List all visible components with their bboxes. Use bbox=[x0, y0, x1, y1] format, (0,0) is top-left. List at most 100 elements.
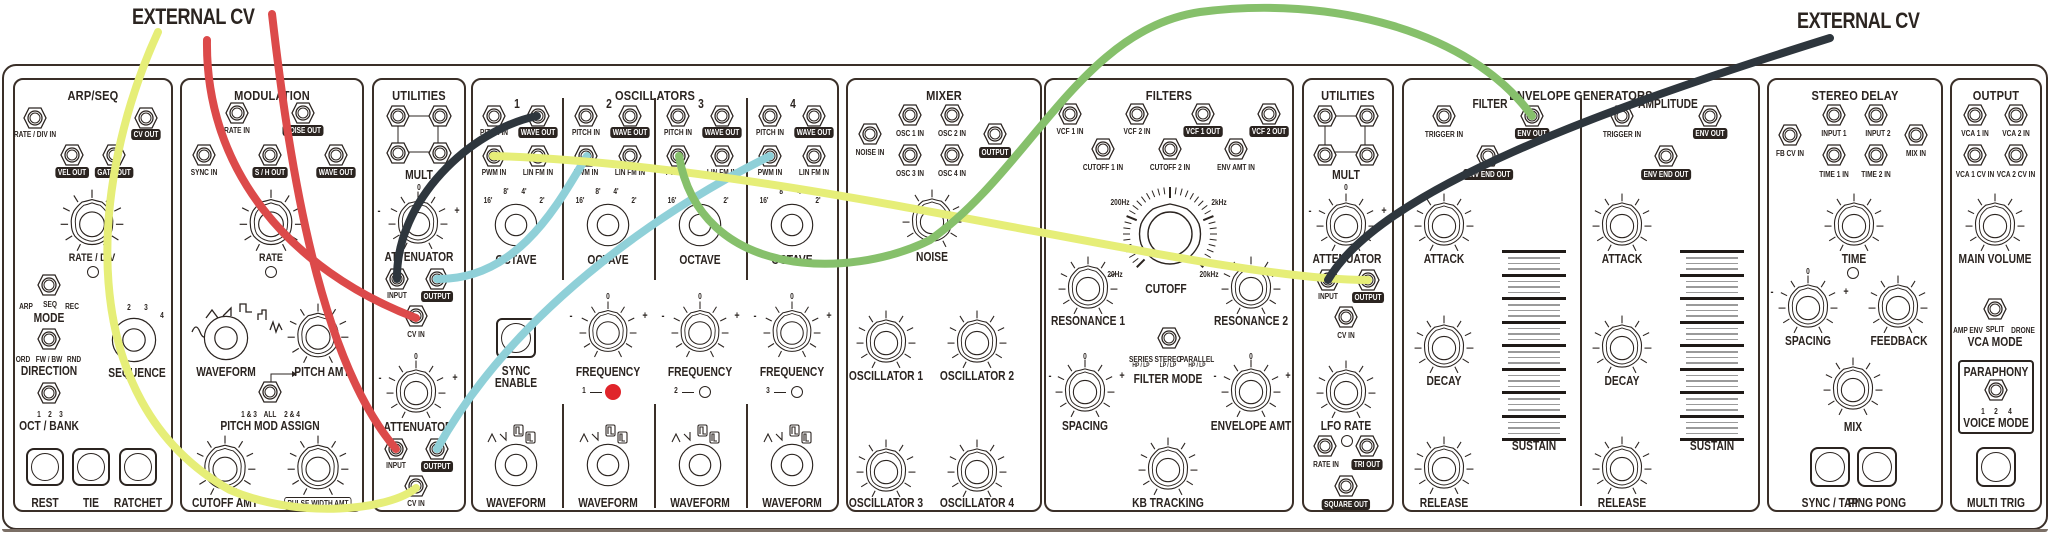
att2-input-jack[interactable] bbox=[384, 437, 408, 461]
att1-output-jack[interactable] bbox=[425, 267, 449, 291]
vca1-in-jack[interactable] bbox=[1963, 103, 1987, 127]
osc2-pwm-in-jack[interactable] bbox=[574, 144, 598, 168]
cutoff2-in-jack[interactable] bbox=[1158, 137, 1182, 161]
rest-button[interactable] bbox=[26, 448, 64, 486]
env2-trigger-in-jack[interactable] bbox=[1610, 104, 1634, 128]
attenuator-left-2-knob[interactable] bbox=[385, 359, 447, 421]
osc4-wave-out-jack[interactable] bbox=[802, 104, 826, 128]
sync-tap-button[interactable] bbox=[1810, 447, 1850, 487]
osc3-wave-out-jack[interactable] bbox=[710, 104, 734, 128]
main-volume-knob[interactable] bbox=[1964, 192, 2026, 254]
mult-left-jack-2[interactable] bbox=[428, 104, 452, 128]
env2-attack-knob[interactable] bbox=[1591, 192, 1653, 254]
mixer-noise-in-jack[interactable] bbox=[858, 122, 882, 146]
att1-input-jack[interactable] bbox=[385, 267, 409, 291]
vca1-cv-in-jack[interactable] bbox=[1963, 143, 1987, 167]
delay-feedback-knob[interactable] bbox=[1867, 274, 1929, 336]
vcf1-out-jack[interactable] bbox=[1191, 102, 1215, 126]
arp-vel-out-jack[interactable] bbox=[60, 143, 84, 167]
env1-decay-knob[interactable] bbox=[1413, 314, 1475, 376]
att3-cv-in-jack[interactable] bbox=[1334, 305, 1358, 329]
arp-oct-bank-switch[interactable] bbox=[37, 381, 61, 405]
mixer-output-jack[interactable] bbox=[983, 122, 1007, 146]
cutoff-amt-knob[interactable] bbox=[193, 434, 257, 498]
att2-cv-in-jack[interactable] bbox=[404, 474, 428, 498]
mod-wave-out-jack[interactable] bbox=[324, 143, 348, 167]
tie-button[interactable] bbox=[72, 448, 110, 486]
osc4-lin-fm-in-jack[interactable] bbox=[802, 144, 826, 168]
lfo-waveform-selector[interactable] bbox=[202, 314, 250, 362]
oscillator4-level-knob[interactable] bbox=[946, 438, 1008, 500]
filter-mode-switch[interactable] bbox=[1157, 326, 1181, 350]
att3-output-jack[interactable] bbox=[1356, 268, 1380, 292]
mult-right-jack-4[interactable] bbox=[1355, 143, 1379, 167]
mult-right-jack-1[interactable] bbox=[1313, 104, 1337, 128]
osc1-pitch-in-jack[interactable] bbox=[482, 104, 506, 128]
osc1-waveform-selector[interactable] bbox=[493, 442, 539, 488]
vcf2-out-jack[interactable] bbox=[1257, 102, 1281, 126]
osc3-frequency-knob[interactable] bbox=[670, 300, 730, 360]
mult-right-jack-2[interactable] bbox=[1355, 104, 1379, 128]
att1-cv-in-jack[interactable] bbox=[404, 304, 428, 328]
mult-left-jack-4[interactable] bbox=[428, 141, 452, 165]
att2-output-jack[interactable] bbox=[425, 437, 449, 461]
osc2-pitch-in-jack[interactable] bbox=[574, 104, 598, 128]
mixer-osc2-in-jack[interactable] bbox=[940, 103, 964, 127]
sequence-selector[interactable] bbox=[110, 316, 158, 364]
lfo-rate-in-jack[interactable] bbox=[1313, 434, 1337, 458]
arp-gate-out-jack[interactable] bbox=[102, 143, 126, 167]
lfo-square-out-jack[interactable] bbox=[1334, 474, 1358, 498]
mod-rate-knob[interactable] bbox=[238, 188, 304, 254]
env1-release-knob[interactable] bbox=[1413, 435, 1475, 497]
env2-env-end-out-jack[interactable] bbox=[1654, 144, 1678, 168]
arp-mode-switch[interactable] bbox=[37, 273, 61, 297]
lfo-tri-out-jack[interactable] bbox=[1355, 434, 1379, 458]
attenuator-left-1-knob[interactable] bbox=[387, 190, 449, 252]
env2-release-knob[interactable] bbox=[1591, 435, 1653, 497]
arp-rate-div-in-jack[interactable] bbox=[23, 106, 47, 130]
resonance1-knob[interactable] bbox=[1057, 255, 1119, 317]
voice-mode-switch[interactable] bbox=[1984, 378, 2008, 402]
kb-tracking-knob[interactable] bbox=[1137, 436, 1199, 498]
osc1-lin-fm-in-jack[interactable] bbox=[526, 144, 550, 168]
att3-input-jack[interactable] bbox=[1316, 268, 1340, 292]
osc2-waveform-selector[interactable] bbox=[585, 442, 631, 488]
osc1-octave-selector[interactable] bbox=[493, 202, 539, 248]
mult-right-jack-3[interactable] bbox=[1313, 143, 1337, 167]
mod-noise-out-jack[interactable] bbox=[291, 101, 315, 125]
env-amt-in-jack[interactable] bbox=[1224, 137, 1248, 161]
delay-spacing-knob[interactable] bbox=[1777, 274, 1839, 336]
osc2-lin-fm-in-jack[interactable] bbox=[618, 144, 642, 168]
pulse-width-amt-knob[interactable] bbox=[286, 434, 350, 498]
mult-left-jack-1[interactable] bbox=[386, 104, 410, 128]
osc4-octave-selector[interactable] bbox=[769, 202, 815, 248]
oscillator3-level-knob[interactable] bbox=[855, 438, 917, 500]
arp-rate-div-knob[interactable] bbox=[59, 188, 125, 254]
delay-mix-in-jack[interactable] bbox=[1904, 123, 1928, 147]
delay-input1-jack[interactable] bbox=[1822, 103, 1846, 127]
osc3-lin-fm-in-jack[interactable] bbox=[710, 144, 734, 168]
env2-sustain-slider[interactable] bbox=[1680, 250, 1744, 445]
mixer-osc3-in-jack[interactable] bbox=[898, 143, 922, 167]
vcf1-in-jack[interactable] bbox=[1058, 102, 1082, 126]
env1-env-end-out-jack[interactable] bbox=[1476, 144, 1500, 168]
envelope-amt-knob[interactable] bbox=[1220, 358, 1282, 420]
ratchet-button[interactable] bbox=[119, 448, 157, 486]
pitch-mod-assign-switch[interactable] bbox=[258, 380, 282, 404]
cutoff1-in-jack[interactable] bbox=[1091, 137, 1115, 161]
osc1-wave-out-jack[interactable] bbox=[526, 104, 550, 128]
osc3-pitch-in-jack[interactable] bbox=[666, 104, 690, 128]
osc3-pwm-in-jack[interactable] bbox=[666, 144, 690, 168]
env2-decay-knob[interactable] bbox=[1591, 314, 1653, 376]
oscillator2-level-knob[interactable] bbox=[946, 309, 1008, 371]
osc1-pwm-in-jack[interactable] bbox=[482, 144, 506, 168]
osc3-waveform-selector[interactable] bbox=[677, 442, 723, 488]
filter-spacing-knob[interactable] bbox=[1054, 358, 1116, 420]
delay-time2-in-jack[interactable] bbox=[1864, 143, 1888, 167]
mod-sync-in-jack[interactable] bbox=[192, 143, 216, 167]
delay-fb-cv-in-jack[interactable] bbox=[1778, 123, 1802, 147]
osc4-frequency-knob[interactable] bbox=[762, 300, 822, 360]
vca2-cv-in-jack[interactable] bbox=[2004, 143, 2028, 167]
env1-sustain-slider[interactable] bbox=[1502, 250, 1566, 445]
delay-time1-in-jack[interactable] bbox=[1822, 143, 1846, 167]
